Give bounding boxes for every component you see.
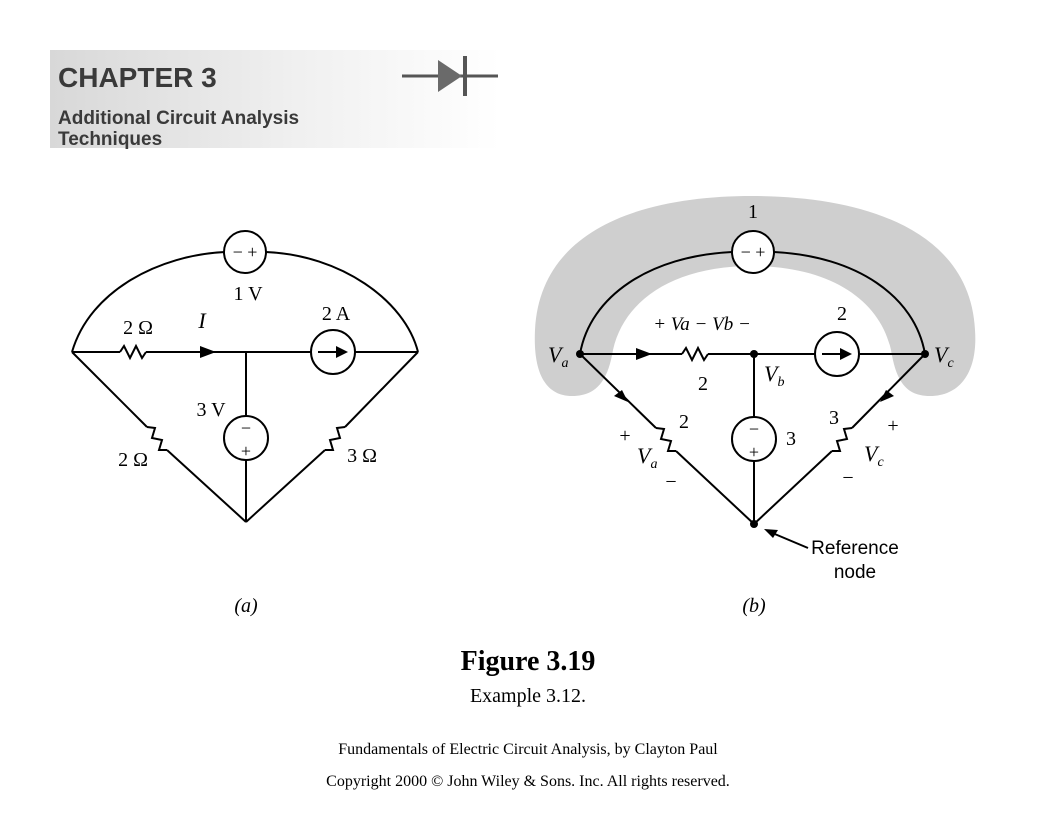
resistor-2-ohm-top-label: 2 Ω xyxy=(123,317,153,339)
arc-left-wire xyxy=(579,251,733,355)
circuit-b xyxy=(579,230,926,549)
source-top-polarity: − + xyxy=(741,242,766,262)
node-c-label: Vc xyxy=(934,342,954,371)
wire xyxy=(675,450,755,525)
resistor-3-bottom-label: 3 xyxy=(829,407,839,429)
wire xyxy=(71,351,148,428)
current-source-label: 2 xyxy=(837,303,847,325)
branch-voltage-label: + Va − Vb − xyxy=(653,314,751,335)
wire xyxy=(753,450,833,525)
reference-pointer-line xyxy=(769,531,809,549)
current-i-label: I xyxy=(197,308,207,333)
resistor-3-ohm xyxy=(325,426,346,451)
voltage-source-top xyxy=(731,230,775,274)
voltage-source-1v xyxy=(223,230,267,274)
wire xyxy=(344,351,419,428)
source-1v-label: 1 V xyxy=(233,283,263,305)
left-branch-arrow xyxy=(614,390,628,402)
arc-left-wire xyxy=(71,251,226,353)
resistor-2-ohm-top xyxy=(119,343,147,361)
voltage-source-3v xyxy=(223,415,269,461)
panel-a-label: (a) xyxy=(234,595,258,617)
branch-current-arrow xyxy=(636,348,652,360)
chapter-subtitle-line2: Techniques xyxy=(58,129,162,150)
source-3v-label: 3 V xyxy=(196,399,226,421)
node-c-dot xyxy=(921,350,929,358)
resistor-2-ohm-bottom xyxy=(146,426,167,451)
resistor-2-ohm-bottom-label: 2 Ω xyxy=(118,449,148,471)
header-background xyxy=(50,50,500,148)
reference-node-label-line2: node xyxy=(834,562,876,583)
right-branch-arrow xyxy=(880,390,894,402)
source-3v-minus: − xyxy=(241,418,251,438)
resistor-2-top xyxy=(681,345,709,363)
va-minus: − xyxy=(665,471,676,493)
book-credit: Fundamentals of Electric Circuit Analysi… xyxy=(338,741,718,758)
source-1v-polarity: − + xyxy=(233,242,258,262)
chapter-header: CHAPTER 3 Additional Circuit Analysis Te… xyxy=(50,50,500,150)
panel-b-label: (b) xyxy=(742,595,766,617)
figure-caption: Example 3.12. xyxy=(469,685,587,707)
vc-minus: − xyxy=(842,467,853,489)
source-mid-minus: − xyxy=(749,419,759,439)
node-a-dot xyxy=(576,350,584,358)
wire xyxy=(166,449,247,523)
node-b-label: Vb xyxy=(764,361,784,390)
wire xyxy=(851,353,926,429)
supernode-shading xyxy=(534,196,976,396)
node-a-label: Va xyxy=(548,342,568,371)
vc-label: Vc xyxy=(864,441,884,470)
chapter-subtitle-line1: Additional Circuit Analysis xyxy=(58,108,299,129)
current-source-arrow-head xyxy=(336,346,348,358)
current-source-label: 2 A xyxy=(322,303,351,325)
arc-right-wire xyxy=(773,251,926,355)
copyright-notice: Copyright 2000 © John Wiley & Sons. Inc.… xyxy=(326,773,730,790)
va-plus: + xyxy=(619,425,630,447)
resistor-2-top-label: 2 xyxy=(698,373,708,395)
reference-pointer-head xyxy=(764,529,778,538)
va-label: Va xyxy=(637,443,657,472)
figure-title: Figure 3.19 xyxy=(460,646,596,677)
circuit-a xyxy=(71,230,419,523)
wire xyxy=(245,449,326,523)
resistor-2-bottom xyxy=(655,427,676,452)
reference-node-dot xyxy=(750,520,758,528)
wire xyxy=(579,353,657,429)
resistor-3-ohm-label: 3 Ω xyxy=(347,445,377,467)
source-mid-plus: + xyxy=(749,442,759,462)
resistor-3-bottom xyxy=(832,427,853,452)
diode-icon xyxy=(402,56,498,96)
node-b-dot xyxy=(750,350,758,358)
arc-right-wire xyxy=(265,251,419,353)
resistor-2-bottom-label: 2 xyxy=(679,411,689,433)
voltage-source-mid xyxy=(731,416,777,462)
current-direction-arrow xyxy=(200,346,216,358)
supernode-label: 1 xyxy=(748,201,758,223)
circuit-figure: − + 1 V 2 A I 2 Ω 3 V − + 2 Ω 3 Ω (a) xyxy=(71,196,976,617)
reference-node-label-line1: Reference xyxy=(811,538,899,559)
vc-plus: + xyxy=(887,415,898,437)
source-mid-label: 3 xyxy=(786,428,796,450)
current-source-arrow-head xyxy=(840,348,852,360)
source-3v-plus: + xyxy=(241,441,251,461)
chapter-label: CHAPTER 3 xyxy=(58,62,217,93)
